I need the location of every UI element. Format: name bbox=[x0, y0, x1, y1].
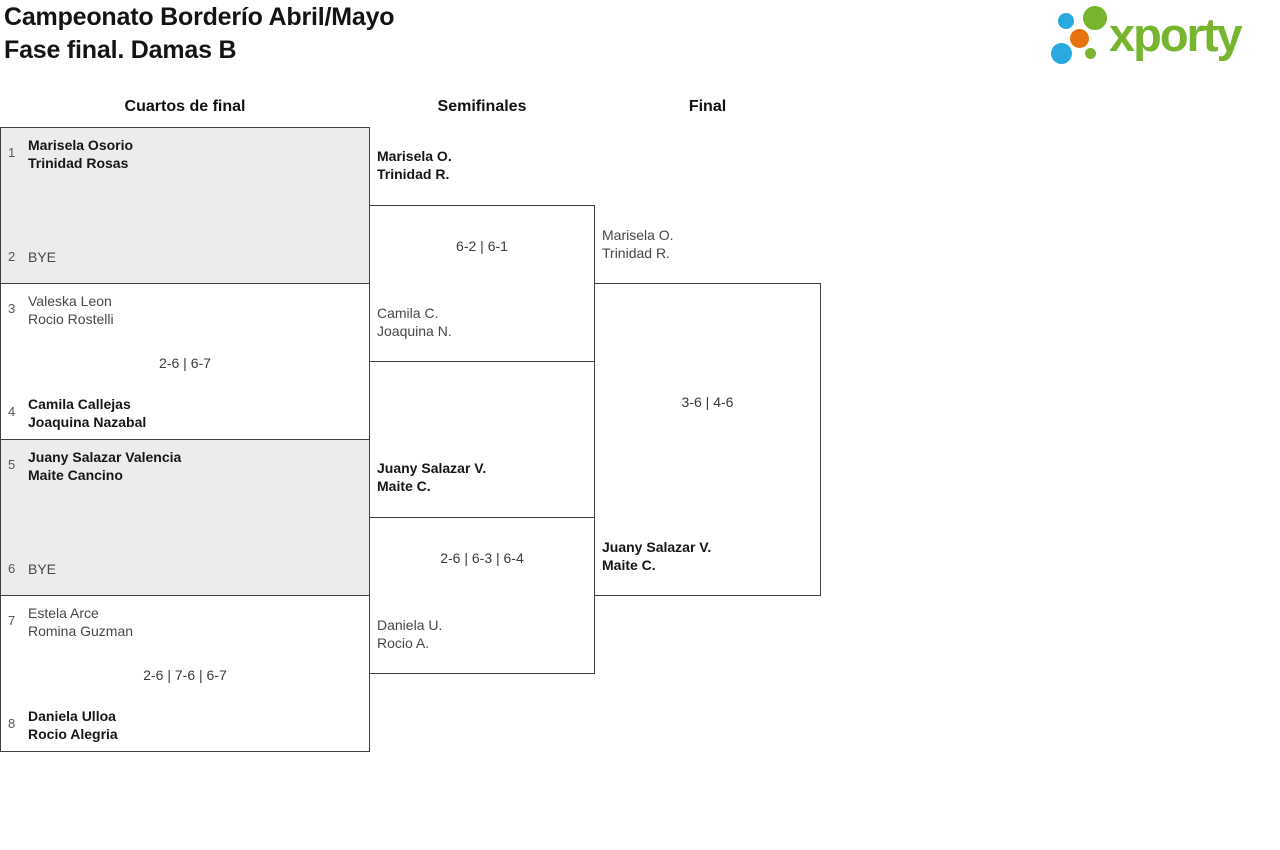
qf2-score: 2-6 | 6-7 bbox=[159, 355, 211, 371]
qf4-score: 2-6 | 7-6 | 6-7 bbox=[143, 667, 227, 683]
page-title-line1: Campeonato Borderío Abril/Mayo bbox=[4, 3, 395, 31]
sf1-team-bottom: Camila C. Joaquina N. bbox=[377, 304, 452, 340]
qf3-team-top: Juany Salazar Valencia Maite Cancino bbox=[28, 448, 181, 484]
final-score: 3-6 | 4-6 bbox=[681, 394, 734, 410]
team-line: Trinidad R. bbox=[602, 245, 670, 261]
team-line: Estela Arce bbox=[28, 605, 99, 621]
qf1-team-bottom: BYE bbox=[28, 248, 56, 266]
round-header-final: Final bbox=[688, 98, 727, 115]
final-team-top: Marisela O. Trinidad R. bbox=[602, 226, 674, 262]
qf4-team-bottom: Daniela Ulloa Rocio Alegria bbox=[28, 707, 118, 743]
team-line: Joaquina Nazabal bbox=[28, 414, 147, 430]
team-line: Maite Cancino bbox=[28, 467, 123, 483]
team-line: Romina Guzman bbox=[28, 623, 134, 639]
qf2-team-bottom: Camila Callejas Joaquina Nazabal bbox=[28, 395, 146, 431]
sf2-score: 2-6 | 6-3 | 6-4 bbox=[440, 550, 524, 566]
page-title-line2: Fase final. Damas B bbox=[4, 36, 237, 64]
team-line: Marisela Osorio bbox=[28, 137, 134, 153]
qf-match-3-box bbox=[0, 439, 370, 596]
qf3-seed-top: 5 bbox=[8, 457, 16, 472]
qf3-team-bottom: BYE bbox=[28, 560, 56, 578]
logo-dot-blue-large-icon bbox=[1051, 43, 1072, 64]
team-line: Rocio Alegria bbox=[28, 726, 118, 742]
team-line: Joaquina N. bbox=[377, 323, 452, 339]
team-line: Maite C. bbox=[602, 557, 656, 573]
logo-dot-blue-small-icon bbox=[1058, 13, 1074, 29]
sf2-team-bottom: Daniela U. Rocio A. bbox=[377, 616, 442, 652]
logo-dot-green-small-icon bbox=[1085, 48, 1096, 59]
team-line: Juany Salazar V. bbox=[602, 539, 712, 555]
qf2-seed-bottom: 4 bbox=[8, 404, 16, 419]
qf-match-1-box bbox=[0, 127, 370, 284]
team-line: Camila C. bbox=[377, 305, 439, 321]
team-line: Trinidad R. bbox=[377, 166, 450, 182]
team-line: Camila Callejas bbox=[28, 396, 131, 412]
sf1-team-top: Marisela O. Trinidad R. bbox=[377, 147, 452, 183]
team-line: Maite C. bbox=[377, 478, 431, 494]
page-title: Campeonato Borderío Abril/Mayo Fase fina… bbox=[4, 1, 395, 67]
team-line: BYE bbox=[28, 561, 57, 577]
team-line: Rocio Rostelli bbox=[28, 311, 114, 327]
sf1-score: 6-2 | 6-1 bbox=[456, 238, 508, 254]
logo-wordmark: xporty bbox=[1109, 8, 1243, 61]
team-line: Trinidad Rosas bbox=[28, 155, 129, 171]
logo-dot-orange-icon bbox=[1070, 29, 1089, 48]
team-line: Valeska Leon bbox=[28, 293, 112, 309]
team-line: Marisela O. bbox=[602, 227, 674, 243]
final-team-bottom: Juany Salazar V. Maite C. bbox=[602, 538, 711, 574]
team-line: Juany Salazar Valencia bbox=[28, 449, 182, 465]
final-match-box bbox=[594, 283, 821, 596]
team-line: BYE bbox=[28, 249, 57, 265]
qf1-team-top: Marisela Osorio Trinidad Rosas bbox=[28, 136, 133, 172]
team-line: Marisela O. bbox=[377, 148, 452, 164]
qf4-seed-top: 7 bbox=[8, 613, 16, 628]
team-line: Daniela U. bbox=[377, 617, 443, 633]
team-line: Juany Salazar V. bbox=[377, 460, 487, 476]
team-line: Rocio A. bbox=[377, 635, 430, 651]
qf4-seed-bottom: 8 bbox=[8, 716, 16, 731]
qf1-seed-bottom: 2 bbox=[8, 249, 16, 264]
sf2-team-top: Juany Salazar V. Maite C. bbox=[377, 459, 486, 495]
round-header-semifinals: Semifinales bbox=[437, 98, 527, 115]
qf3-seed-bottom: 6 bbox=[8, 561, 16, 576]
logo-dot-green-large-icon bbox=[1083, 6, 1107, 30]
round-header-quarterfinals: Cuartos de final bbox=[124, 98, 246, 115]
team-line: Daniela Ulloa bbox=[28, 708, 116, 724]
qf1-seed-top: 1 bbox=[8, 145, 16, 160]
qf2-seed-top: 3 bbox=[8, 301, 16, 316]
qf2-team-top: Valeska Leon Rocio Rostelli bbox=[28, 292, 114, 328]
qf4-team-top: Estela Arce Romina Guzman bbox=[28, 604, 133, 640]
